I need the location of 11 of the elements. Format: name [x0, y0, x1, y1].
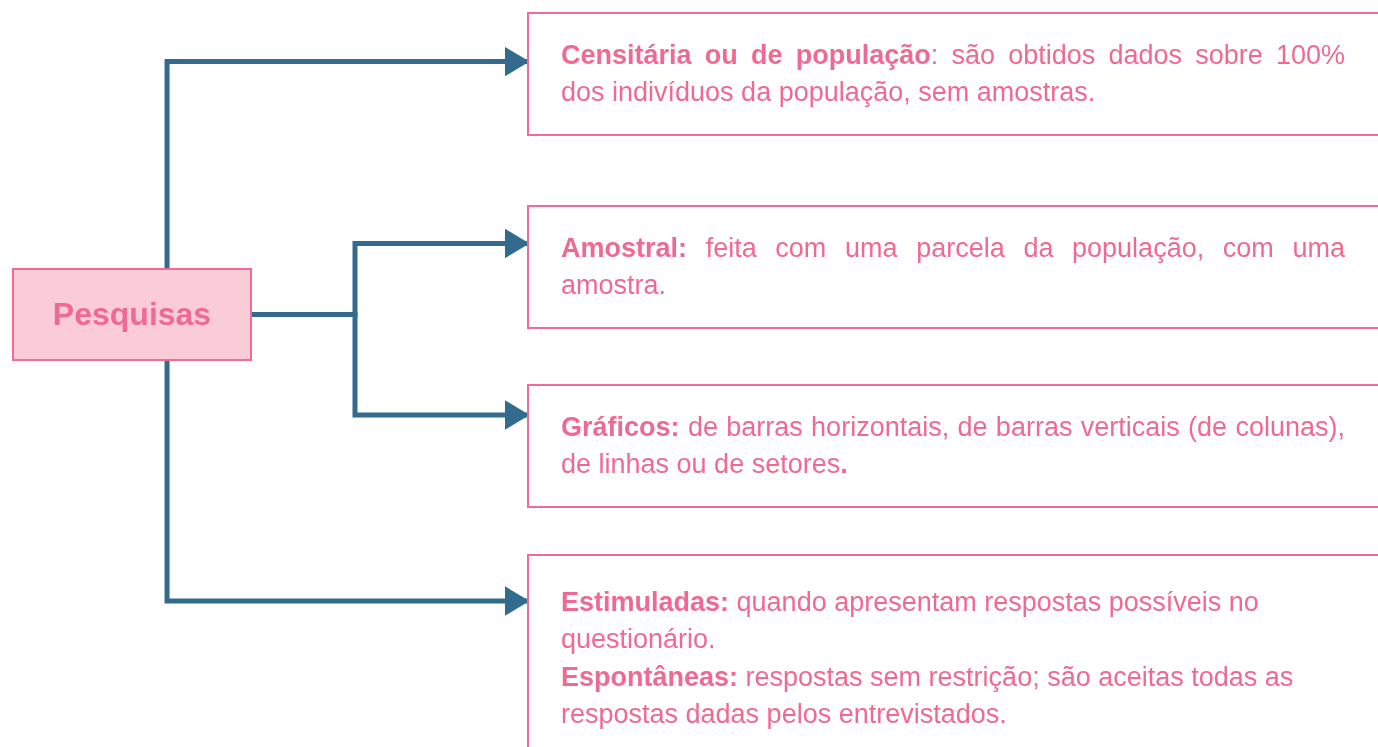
description-text: Espontâneas: respostas sem restrição; são aceitas todas as respostas dadas pelos entrevistados.	[561, 660, 1295, 731]
description-text: Gráficos: de barras horizontais, de barras verticais (de colunas), de linhas ou de setores.	[561, 410, 1345, 481]
description-text: Censitária ou de população: são obtidos dados sobre 100% dos indivíduos da população, sem amostras.	[561, 38, 1345, 109]
description-box	[527, 384, 1378, 508]
topic-box	[12, 268, 252, 361]
description-text: Estimuladas: quando apresentam respostas possíveis no questionário.	[561, 586, 1260, 657]
description-box	[527, 12, 1378, 136]
description-text: Amostral: feita com uma parcela da população, com uma amostra.	[561, 231, 1345, 302]
description-box	[527, 554, 1378, 747]
topic-label: Pesquisas	[52, 295, 212, 335]
description-box	[527, 205, 1378, 329]
